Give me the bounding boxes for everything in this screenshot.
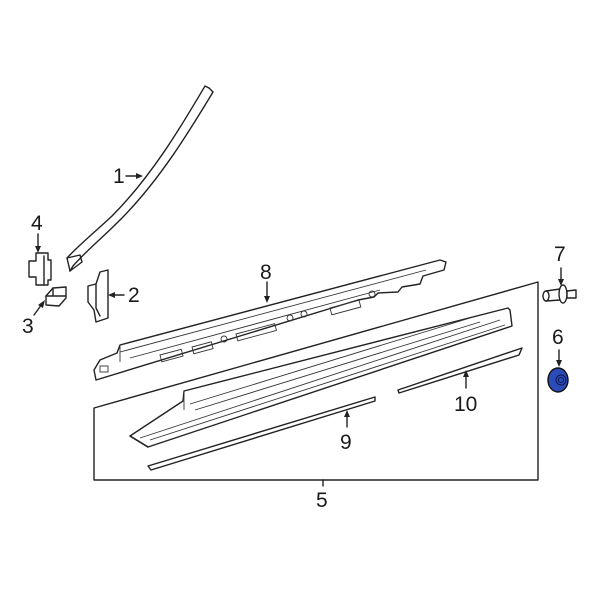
part-9-strip[interactable] xyxy=(147,396,376,471)
part-10-strip[interactable] xyxy=(397,347,523,394)
callout-8[interactable]: 8 xyxy=(260,261,272,284)
part-2-bracket[interactable] xyxy=(87,269,109,323)
callout-9[interactable]: 9 xyxy=(340,431,352,454)
part-5-assembly-box[interactable] xyxy=(93,281,539,481)
callout-5[interactable]: 5 xyxy=(316,489,328,512)
callout-3[interactable]: 3 xyxy=(22,315,34,338)
callout-4[interactable]: 4 xyxy=(31,212,43,235)
part-8-reinforcement[interactable] xyxy=(93,259,447,381)
part-7-stud[interactable] xyxy=(542,284,577,304)
callout-7[interactable]: 7 xyxy=(554,243,566,266)
callout-10[interactable]: 10 xyxy=(454,393,478,416)
part-1-seal[interactable] xyxy=(66,85,214,272)
callout-2[interactable]: 2 xyxy=(128,284,140,307)
rocker-molding[interactable] xyxy=(129,307,513,448)
part-4-clip[interactable] xyxy=(28,252,52,286)
part-6-nut[interactable] xyxy=(547,367,569,393)
part-3-clip[interactable] xyxy=(45,286,67,307)
callout-1[interactable]: 1 xyxy=(113,165,125,188)
callout-6[interactable]: 6 xyxy=(552,326,564,349)
